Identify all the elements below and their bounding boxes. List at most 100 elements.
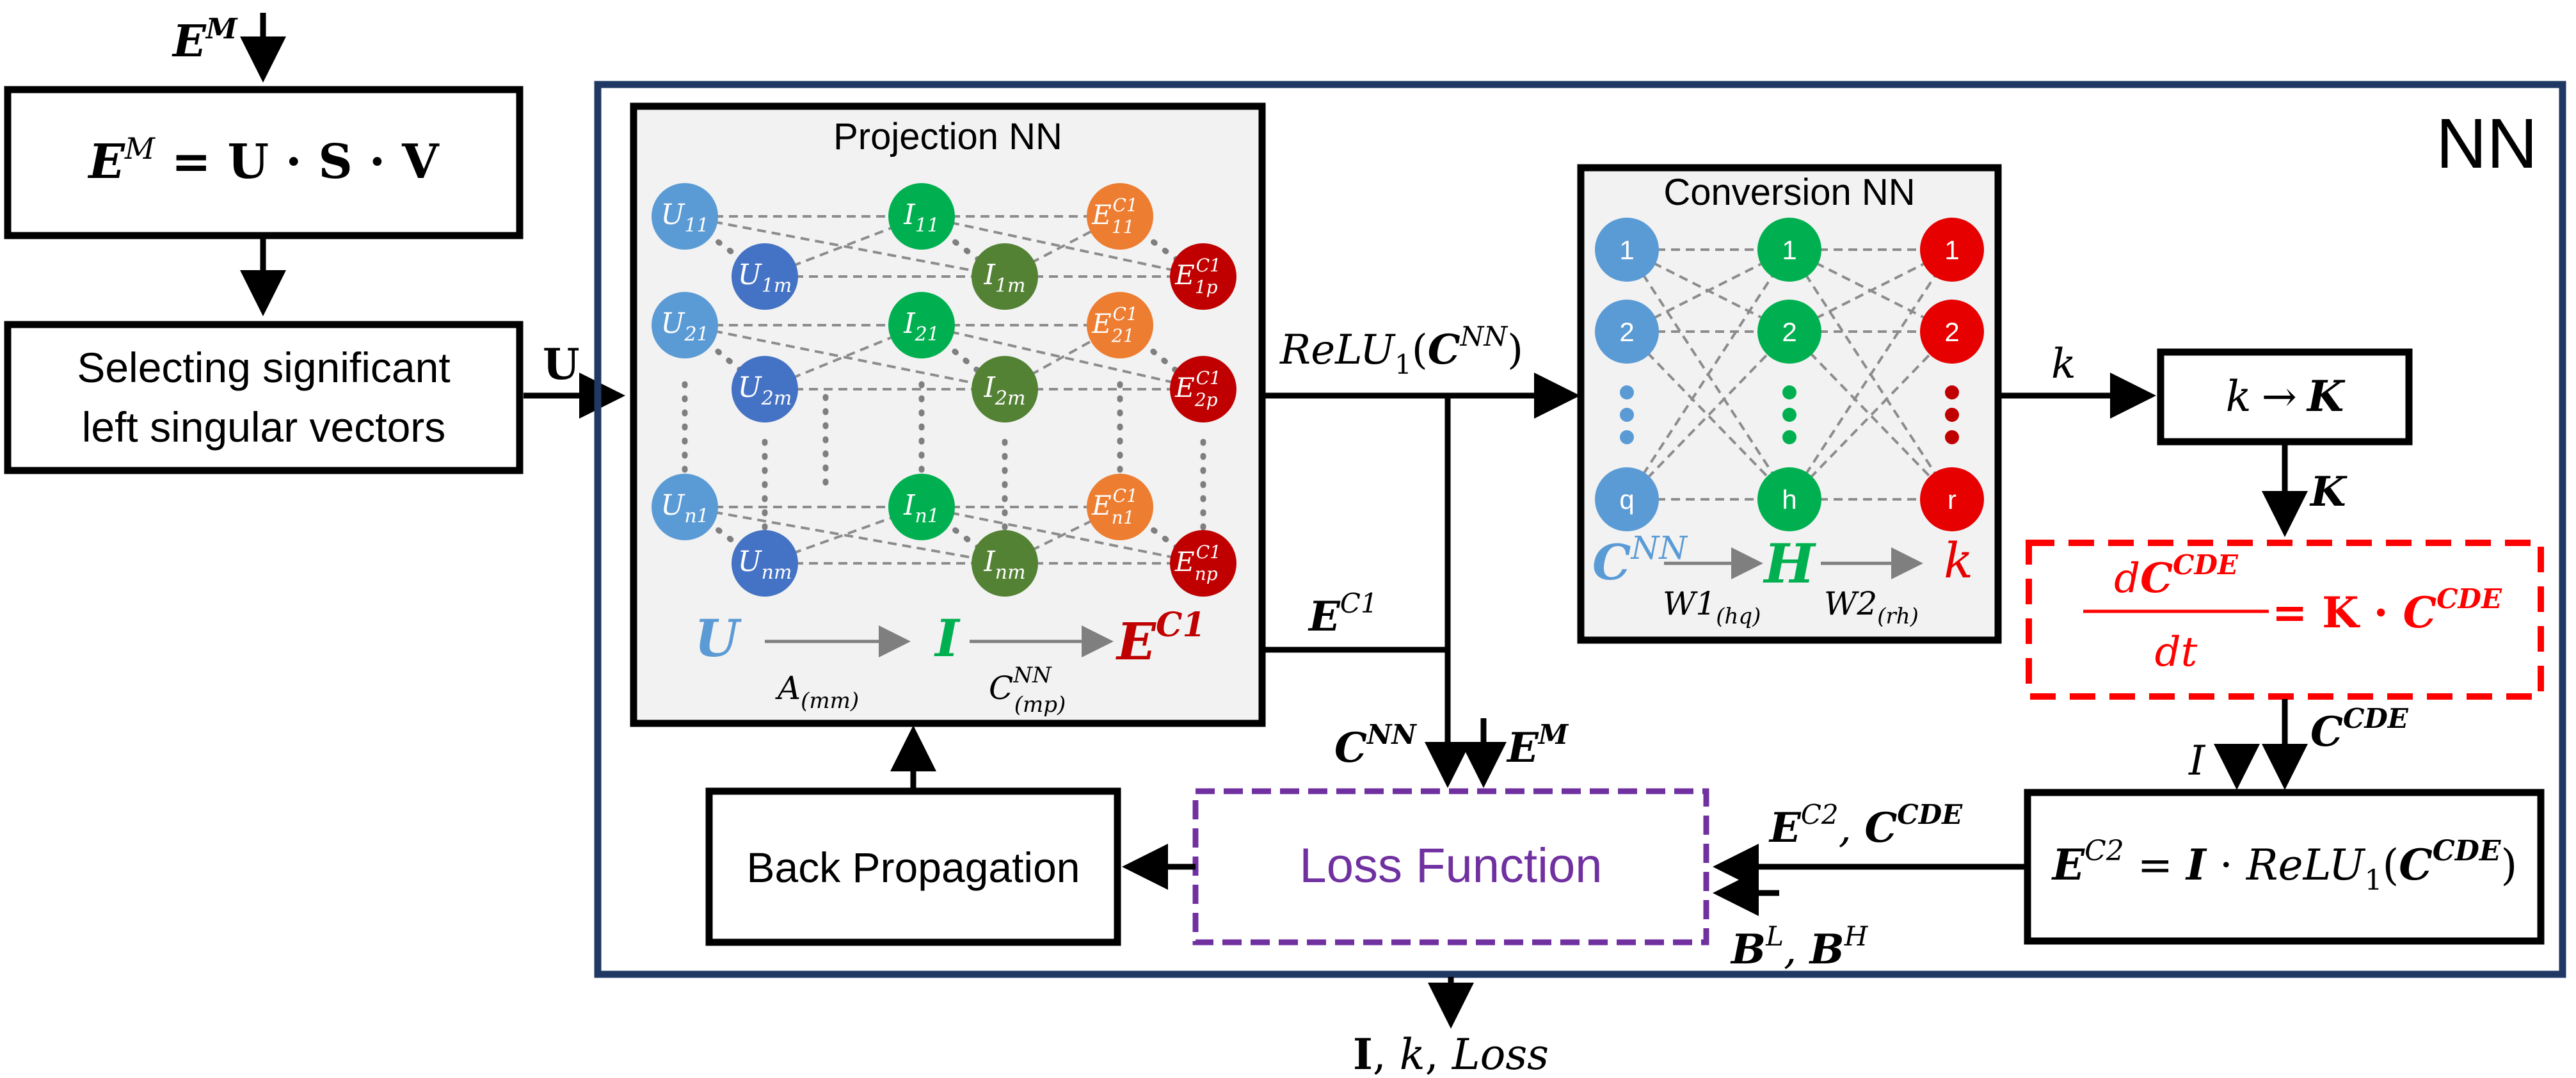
conv-input-node-q-label: q bbox=[1619, 485, 1634, 515]
select-vectors-box bbox=[4, 321, 524, 474]
conv-w2-label: W2(rh) bbox=[1824, 585, 1919, 629]
cde-box bbox=[2026, 540, 2544, 700]
conv-output-node-r bbox=[1920, 467, 1984, 531]
nn-frame bbox=[594, 81, 2566, 978]
node-e11-label: E11C1 bbox=[1091, 195, 1138, 237]
nn-label: NN bbox=[2436, 104, 2538, 183]
legend-c-label: CNN(mp) bbox=[989, 663, 1066, 718]
back-propagation-box bbox=[705, 787, 1121, 946]
node-un1-label: Un1 bbox=[660, 489, 709, 527]
legend-a-label: A(mm) bbox=[775, 670, 859, 714]
conversion-nn: Conversion NN 1 2 q 1 2 h 1 2 bbox=[1577, 164, 2002, 644]
node-unm bbox=[732, 530, 798, 597]
node-u11 bbox=[652, 183, 718, 250]
node-u1m-label: U1m bbox=[738, 259, 792, 297]
legend-i: I bbox=[934, 608, 961, 668]
node-i21-label: I21 bbox=[903, 307, 940, 346]
em-top-label: EM bbox=[172, 13, 238, 67]
bottom-row: Loss Function EC2, CCDE BL, BH Back Prop… bbox=[705, 725, 2028, 1078]
projection-legend: U I EC1 A(mm) CNN(mp) bbox=[694, 606, 1205, 718]
i-nodes: I11 I1m I21 I2m In1 Inm bbox=[888, 183, 1038, 597]
projection-title: Projection NN bbox=[833, 116, 1062, 157]
conv-legend-k: k bbox=[1944, 532, 1973, 589]
node-i11 bbox=[888, 183, 955, 250]
conv-w1-label: W1(hq) bbox=[1663, 585, 1761, 629]
select-line-1: Selecting significant bbox=[77, 344, 450, 391]
node-inm-label: Inm bbox=[983, 545, 1025, 584]
conv-input-node-2-label: 2 bbox=[1619, 317, 1634, 347]
node-u11-label: U11 bbox=[660, 198, 708, 237]
select-line-2: left singular vectors bbox=[82, 403, 446, 451]
node-u2m-label: U2m bbox=[738, 371, 792, 410]
node-en1 bbox=[1087, 474, 1153, 540]
node-e2p-label: E2pC1 bbox=[1174, 367, 1221, 410]
conv-input-node-1-label: 1 bbox=[1619, 235, 1634, 265]
mid-connectors: ReLU1(CNN) EC1 CNN EM bbox=[1262, 321, 1580, 788]
relu-cnn-label: ReLU1(CNN) bbox=[1279, 321, 1523, 380]
node-e1p-label: E1pC1 bbox=[1174, 255, 1221, 298]
k-to-K-box bbox=[2157, 348, 2413, 446]
node-enp bbox=[1170, 530, 1236, 597]
svd-box bbox=[4, 86, 524, 239]
conversion-title: Conversion NN bbox=[1663, 172, 1915, 213]
conv-input-ellipsis bbox=[1620, 385, 1634, 444]
conv-output-node-2-label: 2 bbox=[1944, 317, 1959, 347]
node-in1-label: In1 bbox=[903, 489, 940, 527]
conv-input-node-2 bbox=[1595, 300, 1659, 364]
cde-rhs: = K · CCDE bbox=[2272, 583, 2502, 638]
conv-output-node-2 bbox=[1920, 300, 1984, 364]
ccde-label: CCDE bbox=[2310, 703, 2409, 756]
back-propagation-label: Back Propagation bbox=[746, 844, 1080, 891]
node-i1m-label: I1m bbox=[984, 259, 1026, 297]
conv-output-node-1-label: 1 bbox=[1944, 235, 1959, 265]
node-u21-label: U21 bbox=[660, 307, 708, 346]
conv-output-ellipsis bbox=[1945, 385, 1959, 444]
loss-function-label: Loss Function bbox=[1299, 839, 1602, 893]
u-nodes: U11 U1m U21 U2m Un1 Unm bbox=[652, 183, 798, 597]
conv-hidden-node-1 bbox=[1757, 218, 1821, 282]
conv-legend-h: H bbox=[1763, 532, 1816, 595]
node-un1 bbox=[652, 474, 718, 540]
svd-equation: EM = U · S · V bbox=[87, 131, 440, 189]
conv-hidden-ellipsis bbox=[1782, 385, 1796, 444]
node-u2m bbox=[732, 356, 798, 422]
node-e21-label: E21C1 bbox=[1091, 303, 1138, 346]
ec2-ccde-label: EC2, CCDE bbox=[1768, 799, 1963, 852]
conv-hidden-node-2-label: 2 bbox=[1782, 317, 1796, 347]
input-section: EM EM = U · S · V Selecting significant … bbox=[4, 13, 625, 474]
node-e11 bbox=[1087, 183, 1153, 250]
ec1-label: EC1 bbox=[1308, 588, 1378, 641]
node-e1p bbox=[1170, 243, 1236, 310]
k-to-K-text: k→K bbox=[2226, 371, 2346, 421]
projection-nn: Projection NN bbox=[630, 102, 1266, 727]
right-column: k k→K K dCCDE dt = K · CCDE CCDE I EC2 =… bbox=[1998, 341, 2545, 945]
cde-numerator: dCCDE bbox=[2114, 549, 2239, 602]
em-label: EM bbox=[1506, 719, 1569, 772]
conv-hidden-node-h bbox=[1757, 467, 1821, 531]
u-arrow-label: U bbox=[543, 339, 580, 389]
legend-e: EC1 bbox=[1116, 606, 1206, 672]
conv-input-node-1 bbox=[1595, 218, 1659, 282]
legend-u: U bbox=[694, 608, 742, 668]
output-label: I, k, Loss bbox=[1353, 1029, 1549, 1078]
conv-legend-cnn: CNN bbox=[1592, 529, 1688, 591]
i-label: I bbox=[2188, 737, 2206, 785]
conv-output-node-r-label: r bbox=[1948, 485, 1956, 515]
node-enp-label: EnpC1 bbox=[1174, 542, 1221, 584]
node-i2m bbox=[972, 356, 1038, 422]
node-i21 bbox=[888, 292, 955, 358]
node-in1 bbox=[888, 474, 955, 540]
e-nodes: E11C1 E1pC1 E21C1 E2pC1 En1C1 EnpC1 bbox=[1087, 183, 1236, 597]
K-label: K bbox=[2309, 468, 2348, 516]
bl-bh-label: BL, BH bbox=[1730, 921, 1869, 974]
conv-hidden-node-1-label: 1 bbox=[1782, 235, 1796, 265]
node-en1-label: En1C1 bbox=[1091, 485, 1138, 528]
conv-hidden-node-h-label: h bbox=[1782, 485, 1796, 515]
cde-denominator: dt bbox=[2155, 629, 2198, 676]
cnn-label: CNN bbox=[1334, 719, 1417, 772]
conv-hidden-node-2 bbox=[1757, 300, 1821, 364]
node-unm-label: Unm bbox=[738, 545, 792, 584]
node-i11-label: I11 bbox=[903, 198, 940, 237]
node-e2p bbox=[1170, 356, 1236, 422]
